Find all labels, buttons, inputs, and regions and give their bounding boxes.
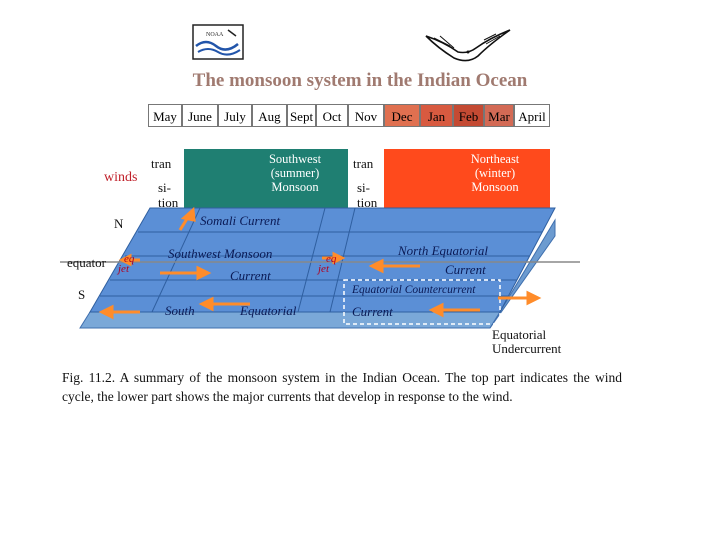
ne-monsoon-line-3: Monsoon — [471, 180, 519, 194]
undercurrent-label: Equatorial Undercurrent — [492, 328, 561, 356]
equator-label: equator — [67, 255, 106, 270]
south-label: S — [78, 287, 86, 302]
south-eq-label-2: Equatorial — [239, 303, 297, 318]
countercurrent-box — [343, 279, 501, 325]
sw-monsoon-line-3: Monsoon — [271, 180, 319, 194]
month-10: Mar — [484, 104, 514, 127]
figure-caption: Fig. 11.2. A summary of the monsoon syst… — [62, 370, 622, 404]
diagram-title: The monsoon system in the Indian Ocean — [192, 70, 528, 91]
ne-monsoon-line-2: (winter) — [474, 166, 516, 180]
eq-jet-label-b1: eq — [326, 253, 337, 265]
sw-monsoon-block — [184, 149, 348, 209]
somali-current-label: Somali Current — [200, 213, 280, 228]
transition-label-2b: si- tion — [357, 180, 378, 210]
sw-monsoon-current-label-1: Southwest Monsoon — [168, 246, 272, 261]
month-8: Jan — [420, 104, 453, 127]
month-2: July — [218, 104, 252, 127]
sw-monsoon-current-label-2: Current — [230, 268, 271, 283]
month-4: Sept — [287, 104, 316, 127]
undercurrent-line-1: Equatorial — [492, 327, 547, 342]
eq-jet-label-b2: jet — [316, 263, 330, 275]
north-eq-label-2: Current — [445, 262, 486, 277]
sw-monsoon-line-2: (summer) — [270, 166, 320, 180]
svg-text:NOAA: NOAA — [206, 32, 224, 38]
sw-monsoon-text: Southwest (summer) Monsoon — [240, 152, 350, 194]
countercurrent-label: Equatorial Countercurrent — [351, 284, 476, 296]
eq-jet-label-a1: eq — [124, 253, 135, 265]
month-9: Feb — [453, 104, 484, 127]
transition-label-1a: tran — [151, 156, 172, 171]
transition-label-2a: tran — [353, 156, 374, 171]
month-6: Nov — [348, 104, 384, 127]
ocean-slab-top — [89, 207, 556, 313]
current-label: Current — [352, 304, 393, 319]
transition-label-1b: si- tion — [158, 180, 179, 210]
north-eq-label-1: North Equatorial — [397, 243, 488, 258]
ocean-diagram: Somali Current Southwest Monsoon Current… — [60, 206, 580, 329]
month-1: June — [182, 104, 218, 127]
south-eq-label-1: South — [165, 303, 195, 318]
month-7: Dec — [384, 104, 420, 127]
bird-logo — [424, 24, 514, 68]
eq-jet-label-a2: jet — [116, 263, 130, 275]
month-5: Oct — [316, 104, 348, 127]
month-0: May — [148, 104, 182, 127]
month-3: Aug — [252, 104, 287, 127]
logo-left: NOAA — [192, 24, 244, 60]
ne-monsoon-line-1: Northeast — [470, 152, 520, 166]
ne-monsoon-block — [384, 149, 550, 209]
north-label: N — [114, 216, 124, 231]
winds-label: winds — [104, 170, 138, 185]
ne-monsoon-text: Northeast (winter) Monsoon — [440, 152, 550, 194]
sw-monsoon-line-1: Southwest — [268, 152, 322, 166]
ocean-slab-right — [489, 218, 556, 329]
undercurrent-line-2: Undercurrent — [492, 341, 562, 356]
month-11: April — [514, 104, 550, 127]
